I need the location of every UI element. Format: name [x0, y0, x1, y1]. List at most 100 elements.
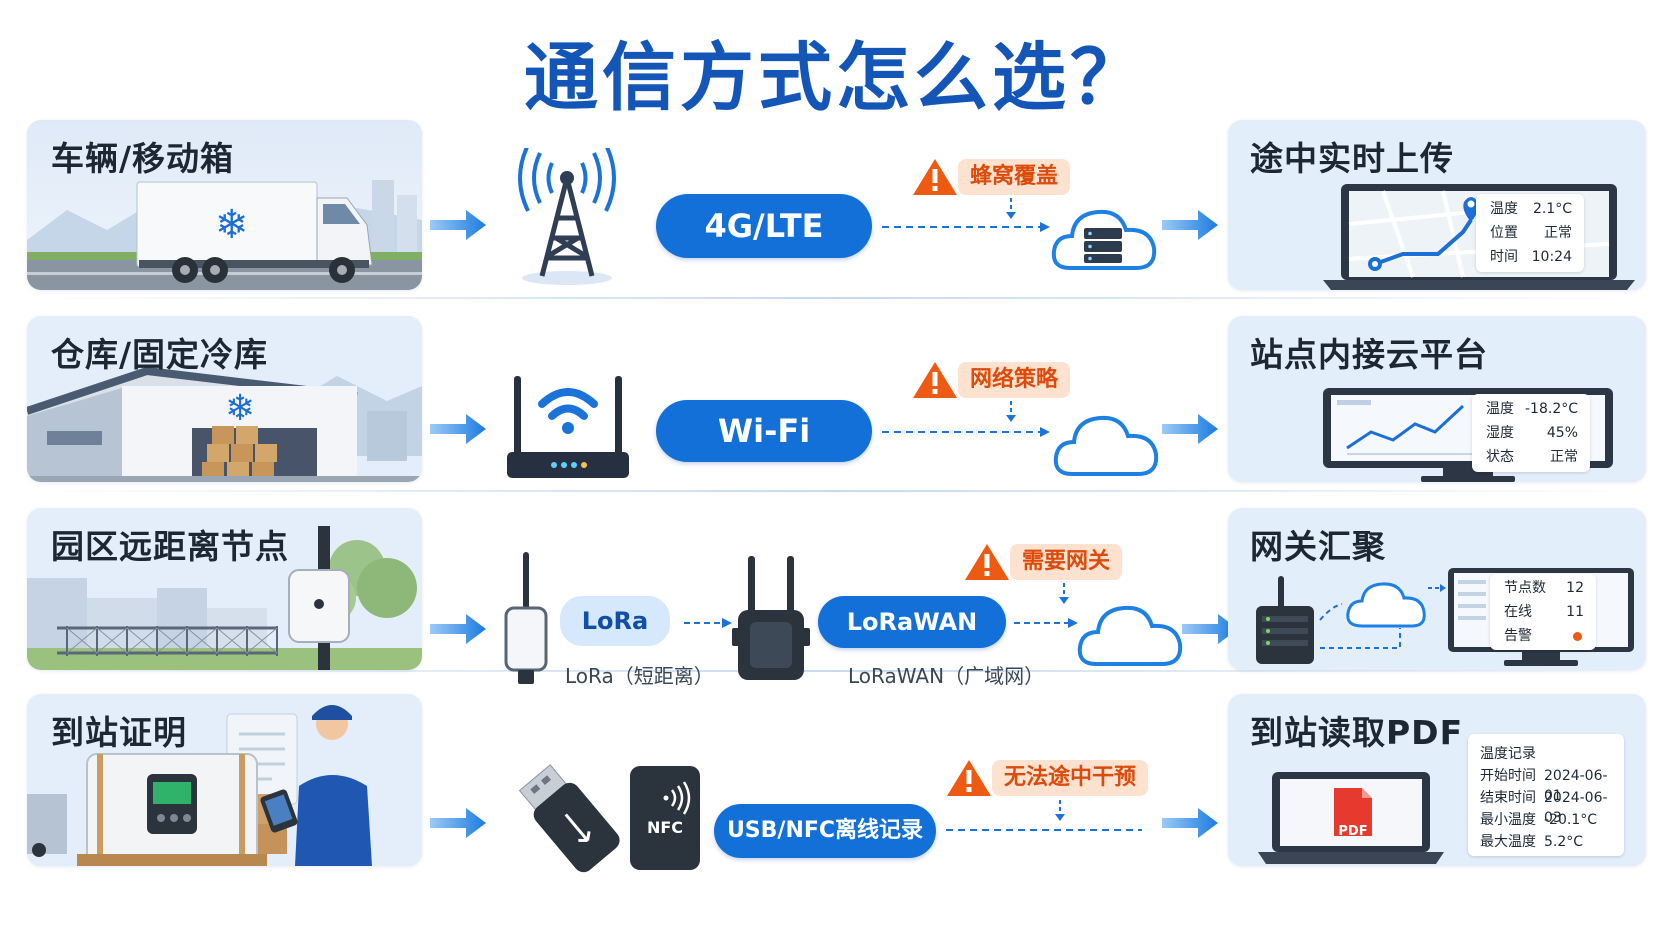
- cell-tower-icon: [518, 148, 616, 285]
- campus-node-illustration: [27, 508, 422, 670]
- status-value: 10:24: [1531, 249, 1572, 265]
- tech-pill-wifi: Wi-Fi: [656, 400, 872, 462]
- lora-sensor-icon: [504, 552, 548, 684]
- result-label: 网关汇聚: [1250, 527, 1386, 566]
- laptop-pdf-illustration: [1258, 772, 1444, 864]
- pdf-file-label: PDF: [1338, 824, 1368, 839]
- scene-label: 车辆/移动箱: [51, 139, 235, 178]
- refrigerated-truck-illustration: ❄: [27, 120, 422, 290]
- page-title: 通信方式怎么选？: [524, 35, 1148, 121]
- tech-pill-lorawan: LoRaWAN: [818, 596, 1006, 648]
- dashed-connector: [946, 829, 1142, 831]
- scene-label: 园区远距离节点: [51, 527, 289, 566]
- temperature-record-card: 温度记录 开始时间 2024-06-01 结束时间 2024-06-03 最小温度-…: [1468, 734, 1624, 856]
- record-key: 最大温度: [1480, 834, 1536, 850]
- dashed-connector: [882, 222, 1050, 232]
- status-key: 湿度: [1486, 425, 1514, 441]
- status-key: 状态: [1486, 449, 1514, 465]
- tech-pill-usb-nfc: USB/NFC离线记录: [714, 804, 936, 858]
- status-value: 正常: [1544, 225, 1572, 241]
- record-title: 温度记录: [1480, 746, 1536, 762]
- svg-text:❄: ❄: [215, 202, 249, 248]
- row-divider: [30, 670, 1640, 672]
- scene-panel-campus: 园区远距离节点: [27, 508, 422, 670]
- record-value: 2024-06-03: [1544, 790, 1608, 826]
- result-panel-gateway: 网关汇聚 节点数 12 在线 11 告警: [1228, 508, 1646, 670]
- status-value: 正常: [1550, 449, 1578, 465]
- warning-label: 无法途中干预: [992, 760, 1149, 796]
- tech-caption-lora: LoRa（短距离）: [565, 664, 714, 688]
- status-value: -18.2°C: [1525, 401, 1578, 417]
- result-label: 途中实时上传: [1250, 139, 1454, 178]
- warning-label: 蜂窝覆盖: [958, 159, 1071, 195]
- flow-arrow-icon: [1182, 614, 1238, 644]
- result-panel-realtime-upload: 途中实时上传 温度 2.1°C 位置 正常 时间 10:24: [1228, 120, 1646, 290]
- record-key: 结束时间: [1480, 790, 1536, 806]
- dashed-connector: [1059, 583, 1069, 604]
- record-key: 最小温度: [1480, 812, 1536, 828]
- warehouse-illustration: ❄: [27, 316, 422, 482]
- status-key: 温度: [1486, 401, 1514, 417]
- status-card: 温度 -18.2°C 湿度 45% 状态 正常: [1472, 394, 1590, 472]
- dashed-connector: [1006, 198, 1016, 219]
- status-value: 11: [1566, 604, 1584, 620]
- dashed-connector: [882, 427, 1050, 437]
- cloud-server-icon: [1051, 209, 1157, 270]
- flow-arrow-icon: [430, 614, 486, 644]
- status-key: 在线: [1504, 604, 1532, 620]
- arrival-check-illustration: [27, 694, 422, 866]
- warning-label: 网络策略: [958, 362, 1071, 398]
- flow-arrow-icon: [430, 210, 486, 240]
- nfc-card-label: NFC: [646, 818, 684, 837]
- wifi-router-icon: [507, 376, 629, 478]
- record-value: 5.2°C: [1544, 834, 1584, 850]
- scene-panel-vehicle: 车辆/移动箱 ❄: [27, 120, 422, 290]
- usb-drive-icon: [518, 764, 620, 873]
- record-value: -20.1°C: [1544, 812, 1597, 828]
- row-divider: [30, 490, 1640, 492]
- result-panel-cloud-platform: 站点内接云平台 温度 -18.2°C 湿度 45% 状态 正常: [1228, 316, 1646, 482]
- result-panel-pdf: 到站读取PDF PDF 温度记录 开始时间 2024-06-01 结束时间 2024…: [1228, 694, 1646, 866]
- flow-arrow-icon: [1162, 808, 1218, 838]
- svg-text:❄: ❄: [225, 388, 255, 429]
- row-divider: [30, 297, 1640, 299]
- dashed-connector: [1055, 800, 1065, 821]
- warning-icon: [965, 544, 1009, 580]
- tech-pill-lora: LoRa: [560, 596, 670, 646]
- flow-arrow-icon: [1162, 414, 1218, 444]
- scene-panel-warehouse: 仓库/固定冷库 ❄: [27, 316, 422, 482]
- scene-panel-arrival-proof: 到站证明: [27, 694, 422, 866]
- warning-label: 需要网关: [1010, 544, 1123, 580]
- result-label: 到站读取PDF: [1250, 713, 1464, 752]
- status-key: 告警: [1504, 628, 1532, 644]
- status-value: 2.1°C: [1532, 201, 1572, 217]
- dashed-connector: [1006, 401, 1016, 422]
- cloud-icon: [1053, 415, 1159, 476]
- scene-label: 到站证明: [51, 713, 187, 752]
- status-key: 时间: [1490, 249, 1518, 265]
- lorawan-gateway-icon: [732, 556, 810, 680]
- status-key: 位置: [1490, 225, 1518, 241]
- dashed-connector: [1014, 618, 1078, 628]
- status-card: 节点数 12 在线 11 告警: [1490, 574, 1596, 650]
- alert-dot-icon: [1573, 632, 1582, 641]
- warning-icon: [947, 760, 991, 796]
- tech-caption-lorawan: LoRaWAN（广域网）: [848, 664, 1045, 688]
- status-card: 温度 2.1°C 位置 正常 时间 10:24: [1476, 194, 1584, 272]
- scene-label: 仓库/固定冷库: [51, 335, 269, 374]
- tech-pill-4g-lte: 4G/LTE: [656, 194, 872, 258]
- warning-icon: [913, 362, 957, 398]
- cloud-icon: [1077, 605, 1183, 666]
- warning-icon: [913, 159, 957, 195]
- nfc-card-icon: [630, 766, 700, 870]
- status-value: 45%: [1546, 425, 1578, 441]
- status-key: 温度: [1490, 201, 1518, 217]
- record-key: 开始时间: [1480, 768, 1536, 784]
- flow-arrow-icon: [430, 414, 486, 444]
- record-value: 2024-06-01: [1544, 768, 1608, 804]
- flow-arrow-icon: [430, 808, 486, 838]
- flow-arrow-icon: [1162, 210, 1218, 240]
- status-value: 12: [1566, 580, 1584, 596]
- result-label: 站点内接云平台: [1250, 335, 1488, 374]
- status-key: 节点数: [1504, 580, 1546, 596]
